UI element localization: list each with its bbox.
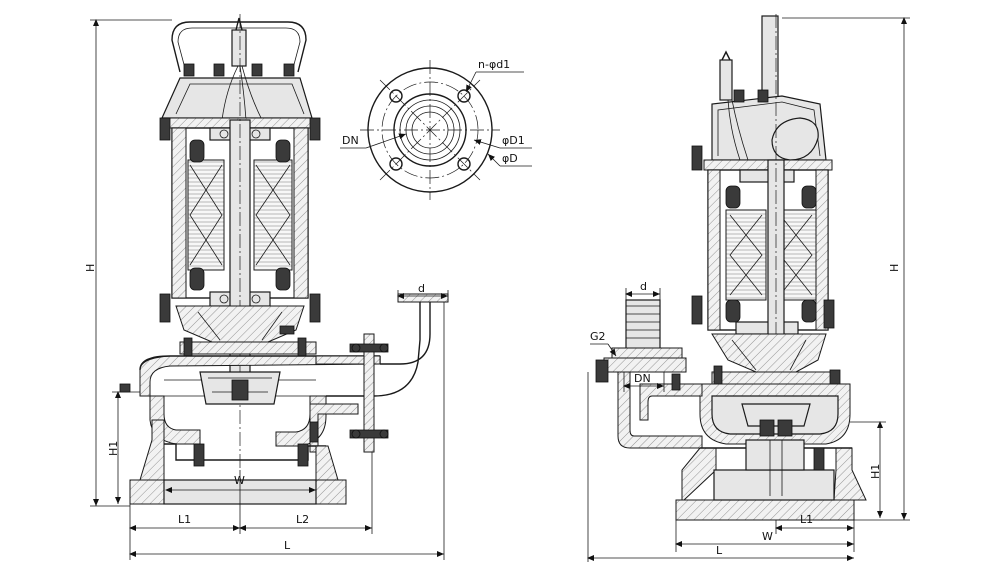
left-dim-l: L xyxy=(284,539,291,552)
right-dim-d: d xyxy=(640,280,647,293)
left-dim-l1: L1 xyxy=(178,513,191,526)
capacitor xyxy=(771,117,819,161)
stator-coil-left xyxy=(187,159,225,271)
flange-bolt-hole xyxy=(457,157,471,171)
right-pump-view xyxy=(595,14,867,521)
left-dimensions: H H1 W L1 L2 L d xyxy=(84,19,449,560)
discharge-flange-side xyxy=(603,357,687,373)
left-dim-h1: H1 xyxy=(107,441,120,456)
right-label-g2: G2 xyxy=(590,330,606,343)
discharge-flange-top xyxy=(397,293,449,303)
stator-coil-right xyxy=(253,159,293,271)
flange-d-label: φD xyxy=(502,152,518,165)
right-dim-l: L xyxy=(716,544,723,557)
flange-holes-label: n-φd1 xyxy=(478,58,510,71)
right-dim-dn: DN xyxy=(634,372,651,385)
base-stand xyxy=(160,443,326,461)
discharge-elbow xyxy=(379,300,431,365)
flange-bolt-hole xyxy=(389,157,403,171)
discharge-nozzle xyxy=(625,299,661,351)
right-dim-h: H xyxy=(888,264,901,272)
right-dim-l1: L1 xyxy=(800,513,813,526)
left-dim-l2: L2 xyxy=(296,513,309,526)
right-dim-h1: H1 xyxy=(869,464,882,479)
right-dimensions: H H1 L1 W L d DN G2 xyxy=(587,17,910,562)
left-dim-w: W xyxy=(234,474,245,487)
flange-d1-label: φD1 xyxy=(502,134,525,147)
seal-housing xyxy=(175,305,305,343)
right-dim-w: W xyxy=(762,530,773,543)
flange-dn-label: DN xyxy=(342,134,359,147)
lifting-handle xyxy=(171,21,307,73)
flange-detail-view: n-φd1 DN φD1 φD xyxy=(340,58,532,200)
left-pump-view xyxy=(119,14,449,505)
cable-gland xyxy=(231,29,247,67)
base-plate-side xyxy=(675,499,855,521)
left-dim-h: H xyxy=(84,264,97,272)
flange-bolt-hole xyxy=(389,89,403,103)
left-dim-d: d xyxy=(418,282,425,295)
flange-bolt-hole xyxy=(457,89,471,103)
